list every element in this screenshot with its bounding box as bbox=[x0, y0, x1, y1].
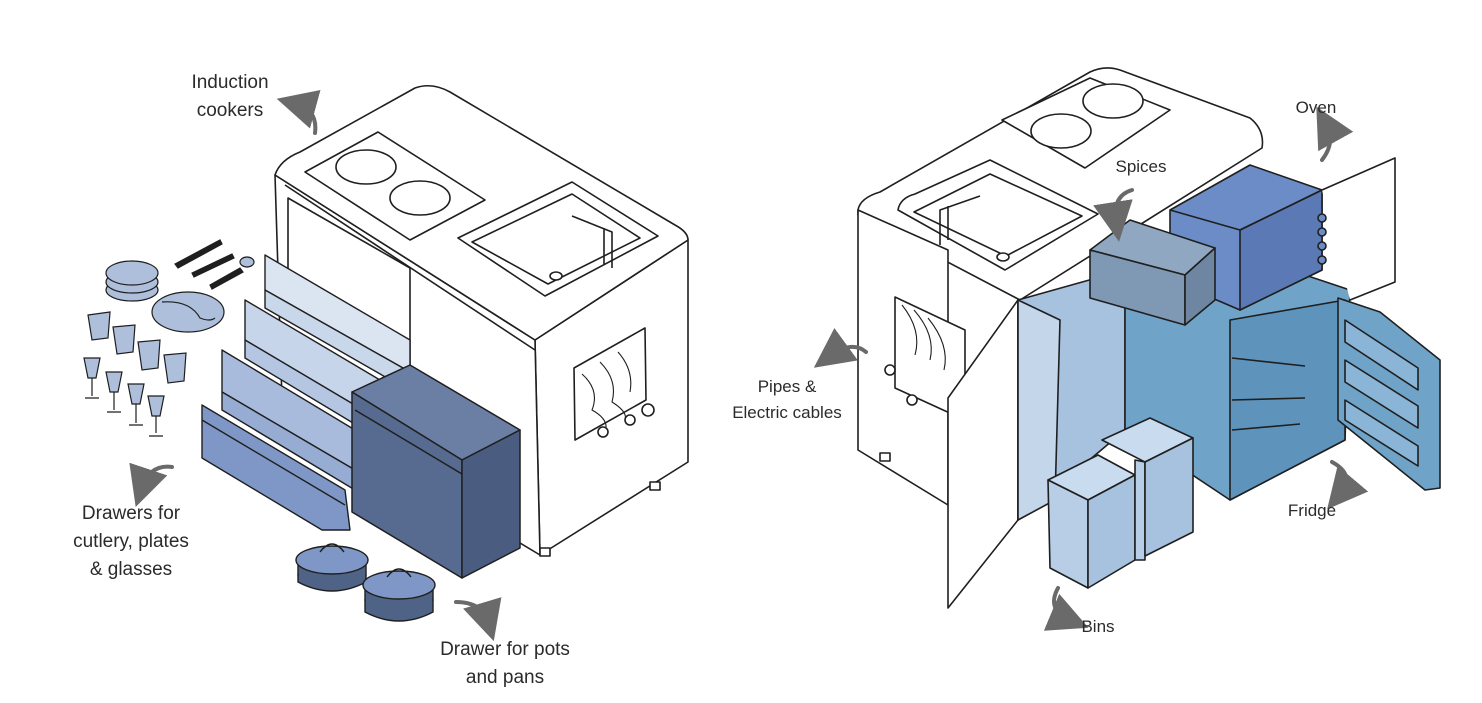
label-line: Induction bbox=[191, 72, 269, 93]
label-line: Bins bbox=[1081, 617, 1115, 636]
drawer-stack bbox=[201, 254, 411, 531]
curved-arrow-icon bbox=[129, 89, 502, 642]
label-line: cookers bbox=[196, 100, 264, 121]
induction-ring-2 bbox=[389, 180, 451, 216]
label-line: cutlery, plates bbox=[73, 531, 189, 552]
pipe-hatch-left bbox=[573, 327, 647, 441]
pot-icon bbox=[295, 543, 436, 622]
label-line: Pipes & bbox=[757, 377, 817, 396]
label-bins: Bins bbox=[1072, 614, 1124, 640]
label-line: Drawer for pots bbox=[440, 639, 570, 660]
label-line: Oven bbox=[1295, 98, 1337, 117]
glass-icon bbox=[87, 311, 187, 384]
label-oven: Oven bbox=[1286, 95, 1346, 121]
wine-glass-icon bbox=[83, 357, 165, 437]
curved-arrow-icon bbox=[813, 106, 1369, 631]
label-line: Fridge bbox=[1287, 501, 1337, 520]
label-pipes-cables: Pipes & Electric cables bbox=[722, 374, 852, 426]
drawer-4 bbox=[201, 404, 351, 531]
cutlery-icon bbox=[174, 239, 255, 290]
right-kitchen-module bbox=[857, 67, 1441, 609]
label-line: Spices bbox=[1115, 157, 1167, 176]
label-line: Drawers for bbox=[81, 503, 181, 524]
induction-ring-1 bbox=[335, 149, 397, 185]
label-line: & glasses bbox=[89, 559, 173, 580]
label-drawer-pots: Drawer for pots and pans bbox=[420, 636, 590, 692]
tableware bbox=[83, 239, 255, 437]
pot-drawer bbox=[351, 364, 521, 579]
label-fridge: Fridge bbox=[1280, 498, 1344, 524]
plate-icon bbox=[105, 260, 225, 333]
label-drawers-cutlery: Drawers for cutlery, plates & glasses bbox=[56, 500, 206, 584]
label-line: Electric cables bbox=[732, 403, 842, 422]
label-spices: Spices bbox=[1106, 154, 1176, 180]
label-induction-cookers: Induction cookers bbox=[170, 69, 290, 125]
label-line: and pans bbox=[465, 667, 545, 688]
